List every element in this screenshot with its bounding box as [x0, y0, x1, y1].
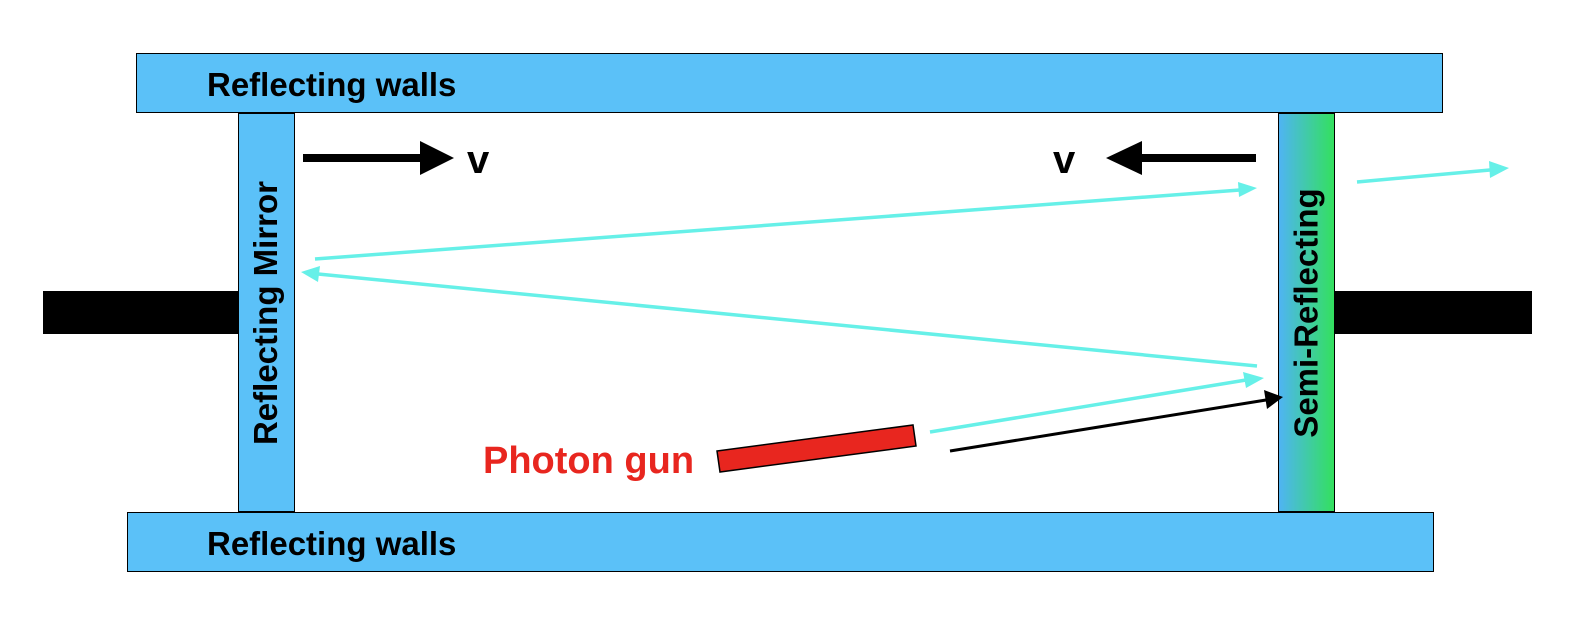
photon-beam-reflected-right [314, 182, 1257, 261]
bottom-reflecting-wall [127, 512, 1434, 572]
photon-beam-transmitted [1356, 161, 1509, 184]
bottom-wall-label: Reflecting walls [207, 525, 457, 562]
velocity-arrow-left [1106, 141, 1256, 175]
velocity-arrow-right [303, 141, 454, 175]
photon-gun-label: Photon gun [483, 440, 695, 482]
photon-beam-reflected-left [301, 266, 1258, 368]
right-semi-reflecting-mirror [1278, 113, 1335, 512]
velocity-label-left: v [467, 138, 490, 182]
photon-beam-to-semi-mirror [929, 372, 1264, 434]
photon-gun-barrel [716, 424, 917, 473]
left-reflecting-mirror [238, 113, 295, 512]
top-wall-label: Reflecting walls [207, 66, 457, 103]
velocity-label-right: v [1053, 138, 1076, 182]
top-reflecting-wall [136, 53, 1443, 113]
gun-direction-arrow [949, 390, 1283, 453]
left-rod [43, 291, 239, 334]
right-rod [1334, 291, 1532, 334]
